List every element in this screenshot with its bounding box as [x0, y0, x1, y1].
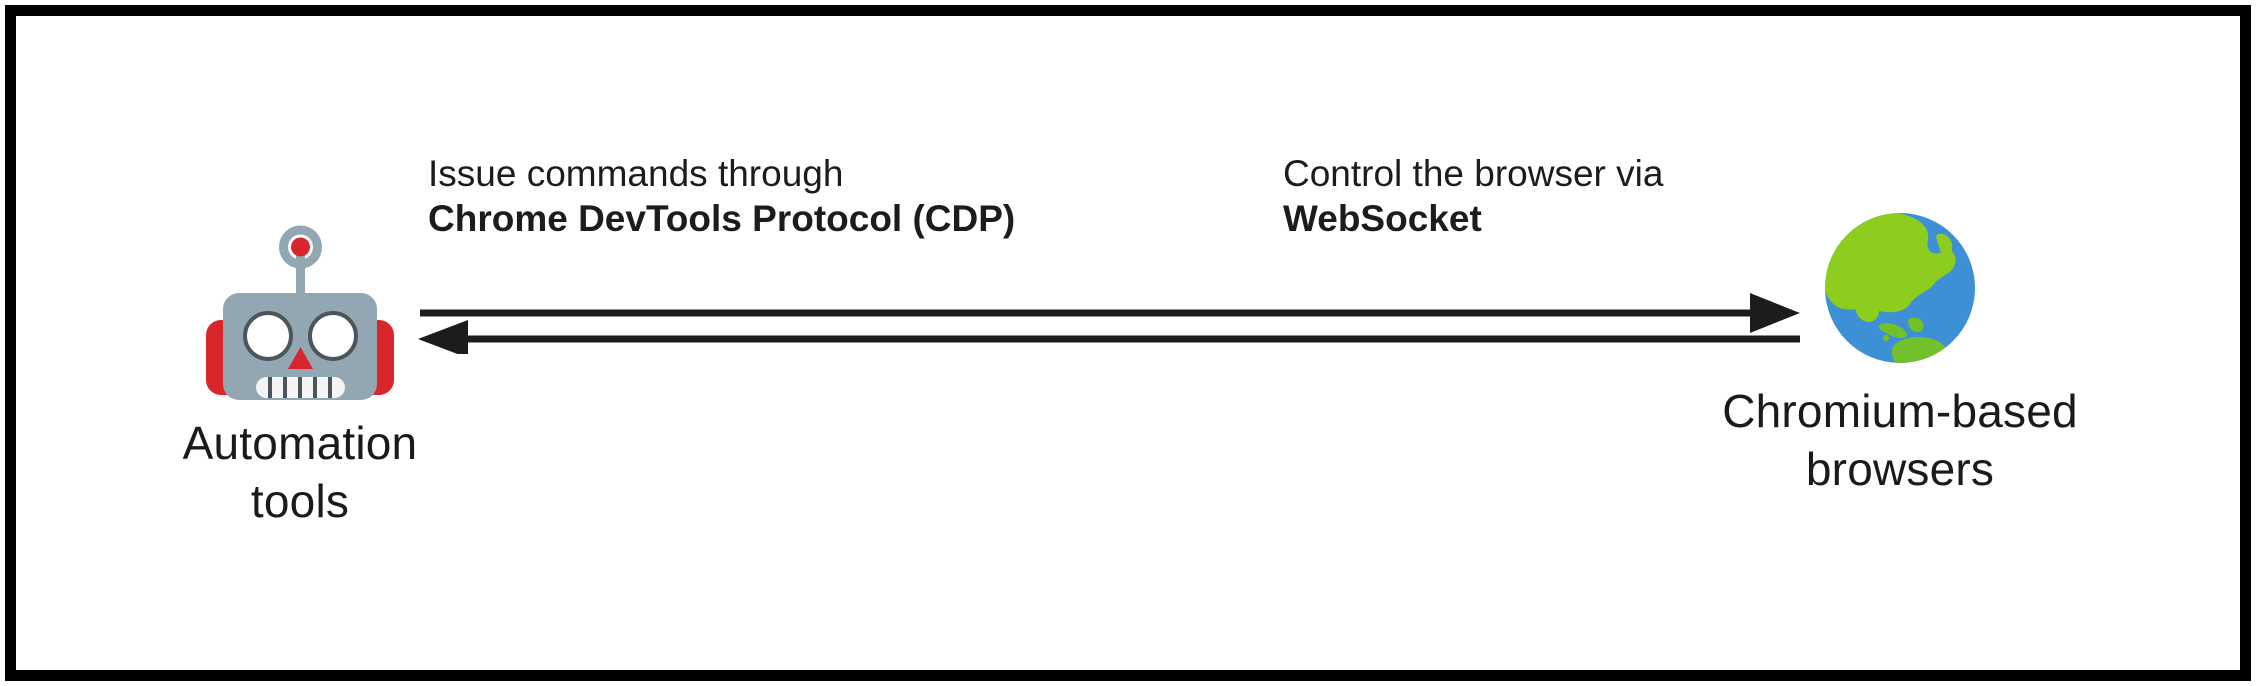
edge-label-websocket: Control the browser via WebSocket [1283, 152, 1663, 242]
edge-label-websocket-line2: WebSocket [1283, 198, 1482, 239]
edge-label-cdp-line2: Chrome DevTools Protocol (CDP) [428, 198, 1016, 239]
robot-icon [206, 225, 394, 400]
node-label-chromium-based-browsers: Chromium-based browsers [1722, 385, 2078, 495]
node-automation-tools: Automation tools [80, 225, 520, 530]
edge-label-cdp-line1: Issue commands through [428, 153, 844, 194]
node-label-automation-tools: Automation tools [182, 417, 418, 527]
edge-label-cdp: Issue commands through Chrome DevTools P… [428, 152, 1015, 242]
node-chromium-based-browsers: Chromium-based browsers [1640, 212, 2160, 498]
arrow-right-to-left [418, 320, 1800, 354]
arrow-left-to-right [420, 293, 1800, 333]
globe-icon [1825, 213, 1975, 363]
edge-label-websocket-line1: Control the browser via [1283, 153, 1664, 194]
edge-arrows-group [418, 293, 1800, 354]
